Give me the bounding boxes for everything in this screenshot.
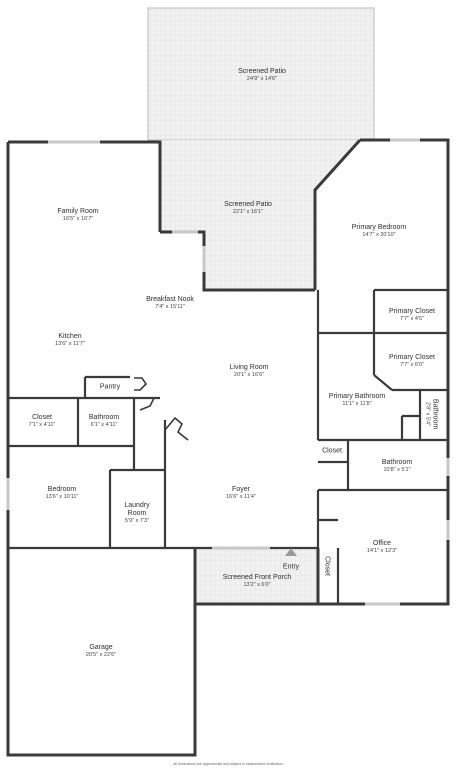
bedroom-angle-wall	[313, 138, 362, 290]
label-screened-patio-mid: Screened Patio 22'1" x 16'1"	[224, 201, 272, 215]
label-closet-1: Closet 7'1" x 4'11"	[29, 414, 56, 428]
room-dims: 16'5" x 16'7"	[62, 215, 94, 222]
room-name: Screened Patio	[224, 200, 272, 208]
room-name: Foyer	[232, 485, 250, 493]
label-primary-closet-1: Primary Closet 7'7" x 4'5"	[389, 308, 435, 322]
label-laundry-room: Laundry Room 5'9" x 7'3"	[117, 502, 157, 524]
room-dims: 22'1" x 16'1"	[232, 208, 264, 215]
room-name: Family Room	[57, 207, 99, 215]
room-dims: 20'1" x 16'6"	[233, 371, 265, 378]
label-family-room: Family Room 16'5" x 16'7"	[57, 208, 98, 222]
label-bathroom-1: Bathroom 6'1" x 4'11"	[89, 414, 119, 428]
label-primary-closet-2: Primary Closet 7'7" x 6'0"	[389, 354, 435, 368]
label-bathroom-small-dims: 2'8" x 5'4"	[425, 402, 432, 426]
label-bathroom-small: Bathroom	[432, 399, 439, 429]
label-bathroom-2: Bathroom 10'8" x 5'1"	[382, 459, 412, 473]
label-primary-bedroom: Primary Bedroom 14'7" x 20'10"	[352, 224, 406, 238]
room-name: Garage	[89, 643, 113, 651]
room-dims: 13'2" x 6'0"	[243, 581, 271, 588]
porch-area	[195, 548, 318, 604]
label-bedroom: Bedroom 13'6" x 10'11"	[46, 486, 79, 500]
room-name: Closet	[323, 556, 331, 576]
room-name: Bathroom	[88, 413, 120, 421]
room-name: Living Room	[229, 363, 269, 371]
room-name: Primary Closet	[389, 307, 435, 315]
label-entry: Entry	[282, 563, 300, 571]
room-dims: 5'9" x 7'3"	[124, 517, 150, 524]
label-garage: Garage 20'5" x 22'6"	[86, 644, 116, 658]
mid-patio-area	[160, 140, 360, 290]
label-kitchen: Kitchen 13'6" x 11'7"	[55, 333, 85, 347]
room-dims: 7'7" x 6'0"	[399, 361, 425, 368]
label-screened-patio-back: Screened Patio 24'9" x 14'6"	[238, 68, 286, 82]
room-name: Office	[372, 539, 392, 547]
room-dims: 7'1" x 4'11"	[28, 421, 56, 428]
room-dims: 13'6" x 10'11"	[45, 493, 79, 500]
room-name: Bathroom	[431, 398, 439, 430]
room-dims: 11'1" x 11'8"	[342, 400, 372, 407]
room-name: Screened Patio	[238, 67, 286, 75]
exterior-wall	[6, 142, 197, 757]
room-dims: 16'6" x 11'4"	[226, 493, 256, 500]
room-name: Breakfast Nook	[146, 295, 194, 303]
room-name: Kitchen	[58, 332, 82, 340]
room-dims: 7'7" x 4'5"	[399, 315, 425, 322]
room-dims: 14'1" x 12'3"	[366, 547, 398, 554]
room-name: Closet	[32, 413, 52, 421]
label-foyer: Foyer 16'6" x 11'4"	[226, 486, 256, 500]
room-name: Bathroom	[381, 458, 413, 466]
room-dims: 6'1" x 4'11"	[90, 421, 118, 428]
label-breakfast-nook: Breakfast Nook 7'4" x 15'11"	[146, 296, 194, 310]
room-dims: 2'8" x 5'4"	[424, 401, 431, 427]
room-name: Primary Bedroom	[351, 223, 407, 231]
room-name: Primary Bathroom	[328, 392, 386, 400]
room-name: Bedroom	[47, 485, 77, 493]
label-pantry: Pantry	[99, 383, 121, 391]
exterior-wall-right	[318, 138, 450, 606]
back-patio-area	[147, 7, 375, 141]
room-dims: 20'5" x 22'6"	[85, 651, 117, 658]
label-closet-3: Closet	[324, 556, 331, 576]
label-screened-front-porch: Screened Front Porch 13'2" x 6'0"	[223, 574, 291, 588]
entry-arrow-icon	[285, 548, 297, 556]
room-dims: 10'8" x 5'1"	[383, 466, 411, 473]
room-dims: 7'4" x 15'11"	[155, 303, 185, 310]
disclaimer-text: All dimensions are approximate and subje…	[173, 762, 283, 766]
label-closet-2: Closet	[322, 447, 342, 455]
label-living-room: Living Room 20'1" x 16'6"	[230, 364, 269, 378]
room-dims: 13'6" x 11'7"	[55, 340, 85, 347]
room-dims: 24'9" x 14'6"	[246, 75, 278, 82]
room-name: Screened Front Porch	[222, 573, 292, 581]
label-office: Office 14'1" x 12'3"	[367, 540, 397, 554]
room-name: Laundry Room	[124, 501, 150, 517]
label-primary-bathroom: Primary Bathroom 11'1" x 11'8"	[329, 393, 385, 407]
room-dims: 14'7" x 20'10"	[362, 231, 396, 238]
room-name: Primary Closet	[389, 353, 435, 361]
